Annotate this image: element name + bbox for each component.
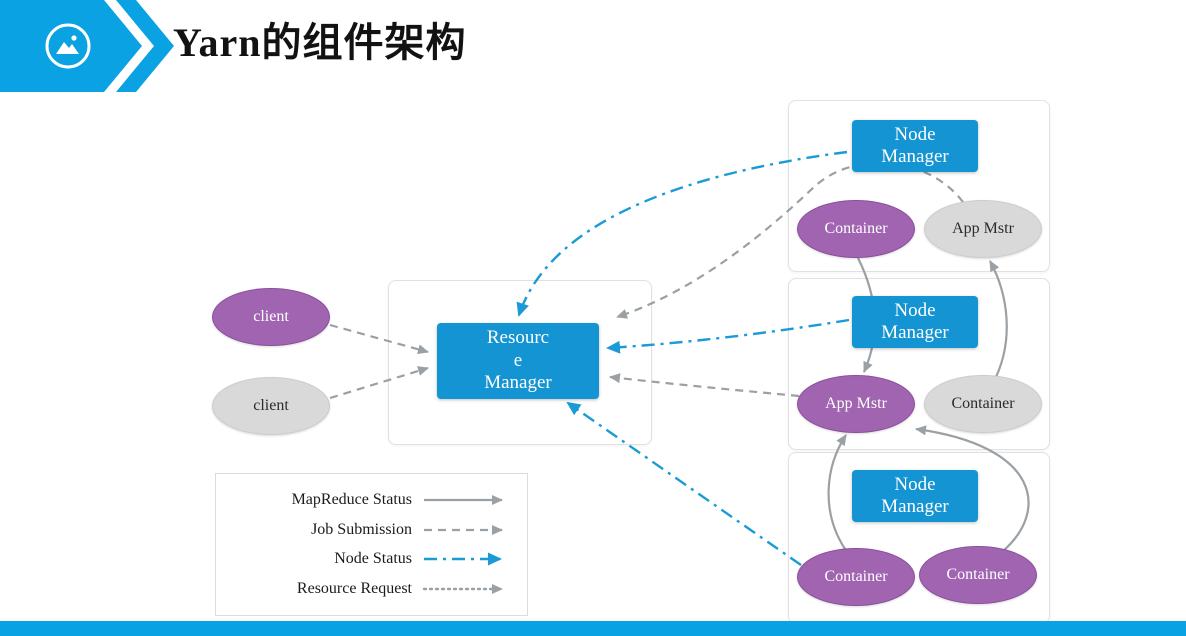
legend-box: MapReduce Status Job Submission Node Sta… (215, 473, 528, 616)
container-label: Container (946, 566, 1010, 584)
header-banner (0, 0, 174, 92)
client-label: client (253, 308, 289, 326)
container-label: Container (824, 220, 888, 238)
legend-label: Job Submission (311, 520, 412, 538)
app-mstr-node-2: App Mstr (797, 375, 915, 433)
node-manager-2: Node Manager (852, 296, 978, 348)
container-label: Container (824, 568, 888, 586)
legend-row-job-submission: Job Submission (226, 521, 517, 539)
node-manager-1: Node Manager (852, 120, 978, 172)
app-mstr-node-1: App Mstr (924, 200, 1042, 258)
container-node-2: Container (924, 375, 1042, 433)
dotted-arrow-icon (422, 583, 504, 594)
header-chevron (116, 0, 174, 92)
client-label: client (253, 397, 289, 415)
legend-label: MapReduce Status (291, 491, 412, 509)
legend-row-resource-request: Resource Request (226, 580, 517, 598)
legend-label: Node Status (334, 550, 412, 568)
client-node-1: client (212, 288, 330, 346)
container-label: Container (951, 395, 1015, 413)
legend-row-mapreduce-status: MapReduce Status (226, 491, 517, 509)
container-node-1: Container (797, 200, 915, 258)
legend-label: Resource Request (296, 579, 412, 597)
node-manager-3: Node Manager (852, 470, 978, 522)
page-title: Yarn的组件架构 (173, 20, 467, 65)
legend-row-node-status: Node Status (226, 550, 517, 568)
app-mstr-label: App Mstr (825, 395, 887, 413)
container-node-4: Container (919, 546, 1037, 604)
app-mstr-label: App Mstr (952, 220, 1014, 238)
footer-bar (0, 621, 1186, 636)
dashed-arrow-icon (424, 524, 503, 535)
dashdot-arrow-icon (424, 552, 502, 566)
image-icon (45, 23, 91, 69)
resource-manager-node: Resourc e Manager (437, 323, 599, 399)
client-node-2: client (212, 377, 330, 435)
container-node-3: Container (797, 548, 915, 606)
solid-arrow-icon (424, 495, 503, 506)
